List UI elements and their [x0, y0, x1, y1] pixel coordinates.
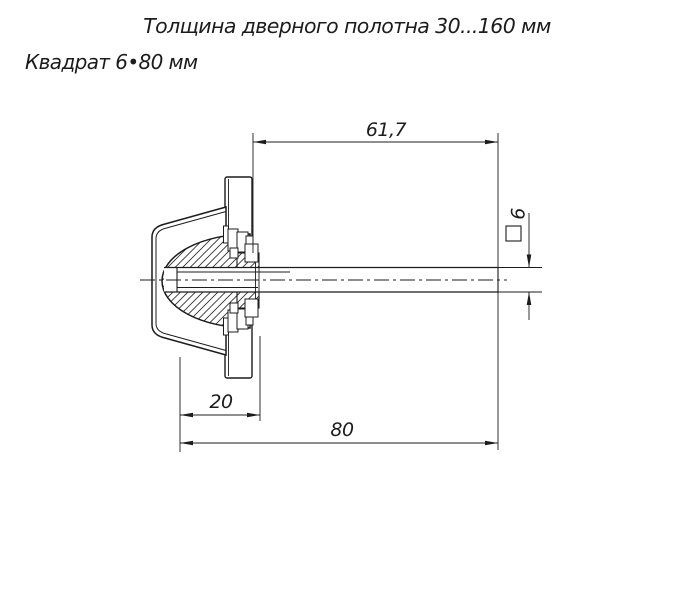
dimension-square-size [498, 213, 542, 320]
dim-label-exposed-length: 61,7 [366, 119, 407, 141]
dimension-exposed-length [252, 133, 499, 450]
fastener-detail-bottom [223, 298, 259, 336]
dim-label-total-length: 80 [330, 419, 354, 441]
dimension-knob-depth [179, 336, 261, 452]
dimension-total-length [180, 440, 498, 446]
page-subtitle: Квадрат 6•80 мм [25, 50, 198, 74]
page-title: Толщина дверного полотна 30...160 мм [143, 14, 551, 38]
dim-label-square-size: 6 [508, 208, 530, 220]
dim-label-knob-depth: 20 [209, 391, 233, 413]
square-section-symbol-icon [505, 225, 522, 242]
